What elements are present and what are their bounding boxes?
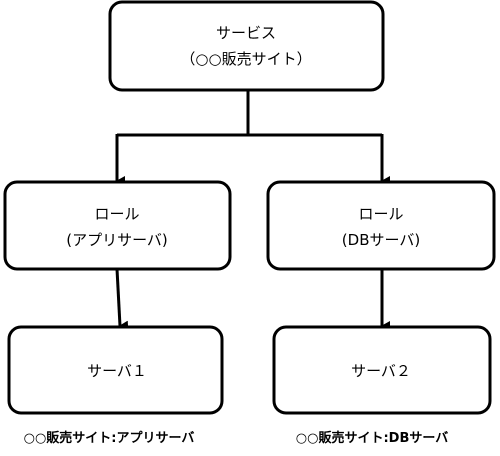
caption-right: ○○販売サイト:DBサーバ: [296, 430, 448, 446]
role-app-box: [3, 180, 232, 271]
role-db-subtitle: (DBサーバ): [342, 231, 420, 249]
service-title: サービス: [216, 24, 276, 42]
server1-node: サーバ１: [7, 325, 224, 415]
role-app-subtitle: (アプリサーバ): [66, 231, 168, 249]
service-node: サービス （○○販売サイト）: [108, 0, 385, 92]
caption-left: ○○販売サイト:アプリサーバ: [24, 430, 195, 446]
role-db-node: ロール (DBサーバ): [266, 180, 496, 271]
server2-node: サーバ２: [272, 325, 492, 415]
server2-box: [272, 325, 492, 415]
service-subtitle: （○○販売サイト）: [180, 50, 311, 68]
arrow-to-server1: [115, 268, 129, 331]
role-app-node: ロール (アプリサーバ): [3, 180, 232, 271]
role-db-title: ロール: [358, 205, 403, 223]
role-app-title: ロール: [94, 205, 139, 223]
server2-label: サーバ２: [351, 362, 411, 380]
server1-label: サーバ１: [87, 362, 147, 380]
role-db-box: [266, 180, 496, 271]
service-box: [108, 0, 385, 92]
server1-box: [7, 325, 224, 415]
connectors: [115, 90, 390, 331]
